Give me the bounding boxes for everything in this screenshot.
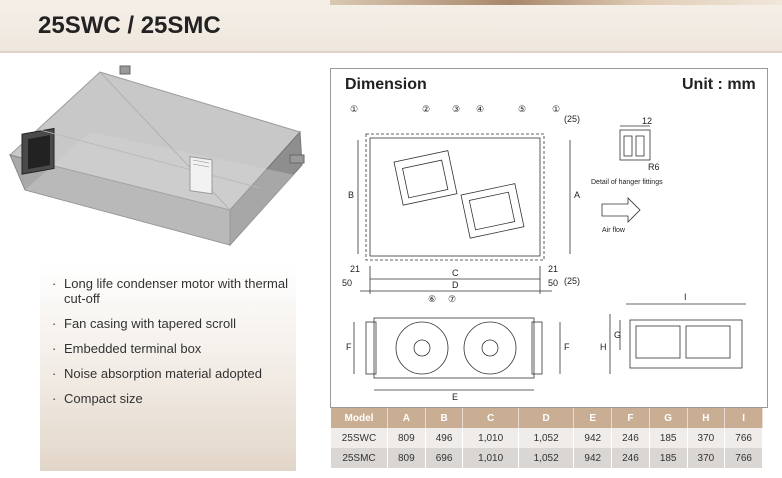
label-25-top: (25) xyxy=(564,114,580,124)
col-header: I xyxy=(724,408,763,428)
callout-3: ③ xyxy=(452,104,460,114)
table-cell: 246 xyxy=(611,448,650,468)
label-E: E xyxy=(452,392,458,402)
table-row: 25SWC 809 496 1,010 1,052 942 246 185 37… xyxy=(331,428,763,448)
spec-table: Model A B C D E F G H I 25SWC 809 496 1,… xyxy=(331,408,763,468)
col-header: A xyxy=(387,408,426,428)
table-cell: 185 xyxy=(649,428,688,448)
table-cell: 1,010 xyxy=(462,428,519,448)
label-B: B xyxy=(348,190,354,200)
table-cell: 370 xyxy=(687,428,726,448)
table-cell: 185 xyxy=(649,448,688,468)
dimension-panel xyxy=(330,68,768,408)
label-F-right: F xyxy=(564,342,570,352)
label-D: D xyxy=(452,280,459,290)
table-cell: 766 xyxy=(724,448,763,468)
label-C: C xyxy=(452,268,459,278)
label-50-right: 50 xyxy=(548,278,558,288)
col-header: G xyxy=(649,408,688,428)
table-cell: 25SWC xyxy=(331,428,388,448)
callout-2: ② xyxy=(422,104,430,114)
table-cell: 246 xyxy=(611,428,650,448)
table-header-row: Model A B C D E F G H I xyxy=(331,408,763,428)
label-25-bottom: (25) xyxy=(564,276,580,286)
feature-item: · Long life condenser motor with thermal … xyxy=(48,276,288,306)
callout-6: ⑥ xyxy=(428,294,436,304)
label-50-left: 50 xyxy=(342,278,352,288)
table-cell: 1,052 xyxy=(518,428,575,448)
label-12: 12 xyxy=(642,116,652,126)
dimension-drawing: ① ② ③ ④ ⑤ ① ⑥ ⑦ B A C D E F F G H I 21 2… xyxy=(342,104,746,402)
table-cell: 942 xyxy=(573,428,613,448)
product-image xyxy=(0,60,330,270)
table-cell: 766 xyxy=(724,428,763,448)
callout-4: ④ xyxy=(476,104,484,114)
label-A: A xyxy=(574,190,580,200)
feature-text: Embedded terminal box xyxy=(64,341,202,356)
label-F: F xyxy=(346,342,352,352)
bullet: · xyxy=(52,341,57,356)
bullet: · xyxy=(52,316,57,331)
col-header: D xyxy=(518,408,575,428)
feature-item: · Noise absorption material adopted xyxy=(48,366,288,381)
feature-item: · Fan casing with tapered scroll xyxy=(48,316,288,331)
label-G: G xyxy=(614,330,621,340)
bullet: · xyxy=(52,366,57,381)
col-header: C xyxy=(462,408,519,428)
table-cell: 809 xyxy=(387,448,426,468)
hanger-detail-label: Detail of hanger fittings xyxy=(591,179,663,186)
col-header: B xyxy=(425,408,464,428)
table-cell: 496 xyxy=(425,428,464,448)
label-21-right: 21 xyxy=(548,264,558,274)
feature-text: Long life condenser motor with thermal c… xyxy=(64,276,289,306)
features-list: · Long life condenser motor with thermal … xyxy=(48,276,288,416)
table-cell: 696 xyxy=(425,448,464,468)
feature-item: · Embedded terminal box xyxy=(48,341,288,356)
table-cell: 1,052 xyxy=(518,448,575,468)
feature-item: · Compact size xyxy=(48,391,288,406)
col-header: H xyxy=(687,408,726,428)
airflow-label: Air flow xyxy=(602,227,626,234)
col-header: Model xyxy=(331,408,388,428)
table-row: 25SMC 809 696 1,010 1,052 942 246 185 37… xyxy=(331,448,763,468)
page-title: 25SWC / 25SMC xyxy=(38,12,221,39)
unit-label: Unit : mm xyxy=(682,76,756,93)
callout-1b: ① xyxy=(552,104,560,114)
label-I: I xyxy=(684,292,687,302)
label-H: H xyxy=(600,342,607,352)
top-banner xyxy=(0,0,782,52)
label-21-left: 21 xyxy=(350,264,360,274)
callout-1: ① xyxy=(350,104,358,114)
feature-text: Fan casing with tapered scroll xyxy=(64,316,236,331)
bullet: · xyxy=(52,276,57,291)
ventilation-unit-illustration xyxy=(8,65,305,247)
title-rule xyxy=(0,51,782,53)
label-R6: R6 xyxy=(648,162,660,172)
table-cell: 809 xyxy=(387,428,426,448)
table-cell: 25SMC xyxy=(331,448,388,468)
table-cell: 1,010 xyxy=(462,448,519,468)
dimension-title: Dimension xyxy=(345,76,427,93)
feature-text: Noise absorption material adopted xyxy=(64,366,263,381)
banner-stripe xyxy=(330,0,782,5)
table-cell: 942 xyxy=(573,448,613,468)
features-panel xyxy=(40,265,296,471)
callout-5: ⑤ xyxy=(518,104,526,114)
feature-text: Compact size xyxy=(64,391,143,406)
bullet: · xyxy=(52,391,57,406)
table-cell: 370 xyxy=(687,448,726,468)
col-header: E xyxy=(573,408,613,428)
callout-7: ⑦ xyxy=(448,294,456,304)
col-header: F xyxy=(611,408,650,428)
